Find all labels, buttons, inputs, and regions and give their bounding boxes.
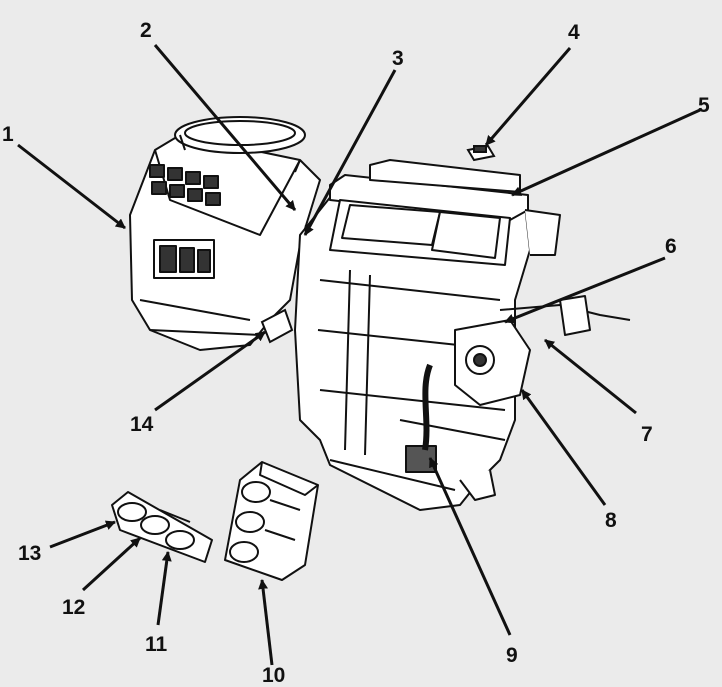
arrow-9: [428, 457, 512, 636]
arrow-7: [544, 338, 637, 415]
callout-6: 6: [665, 235, 677, 258]
arrow-4: [484, 47, 572, 146]
callout-1: 1: [2, 123, 14, 146]
connector-4: [466, 144, 496, 162]
callout-12: 12: [62, 596, 86, 619]
callout-7: 7: [641, 423, 653, 446]
arrow-5: [511, 108, 701, 197]
callout-10: 10: [262, 664, 286, 687]
blower-unit: [129, 116, 321, 351]
arrow-10: [258, 579, 274, 666]
clip-14: [260, 308, 294, 344]
arrow-11: [156, 551, 172, 626]
arrow-14: [154, 330, 266, 412]
callout-3: 3: [392, 47, 404, 70]
control-unit-10: [224, 461, 319, 581]
arrow-8: [520, 389, 607, 506]
arrow-12: [81, 536, 142, 592]
callout-8: 8: [605, 509, 617, 532]
callout-9: 9: [506, 644, 518, 667]
switch-panel: [111, 491, 213, 563]
heater-housing: [294, 159, 561, 511]
leader-arrows: [17, 44, 701, 666]
callout-5: 5: [698, 94, 710, 117]
callout-2: 2: [140, 19, 152, 42]
callout-4: 4: [568, 21, 580, 44]
arrow-6: [504, 256, 666, 324]
callout-13: 13: [18, 542, 42, 565]
arrow-2: [153, 44, 297, 211]
callout-11: 11: [145, 633, 168, 656]
arrow-3: [303, 69, 397, 236]
actuator-assembly: [422, 295, 631, 451]
arrow-13: [49, 520, 116, 549]
callout-14: 14: [130, 413, 154, 436]
arrow-1: [17, 143, 126, 230]
